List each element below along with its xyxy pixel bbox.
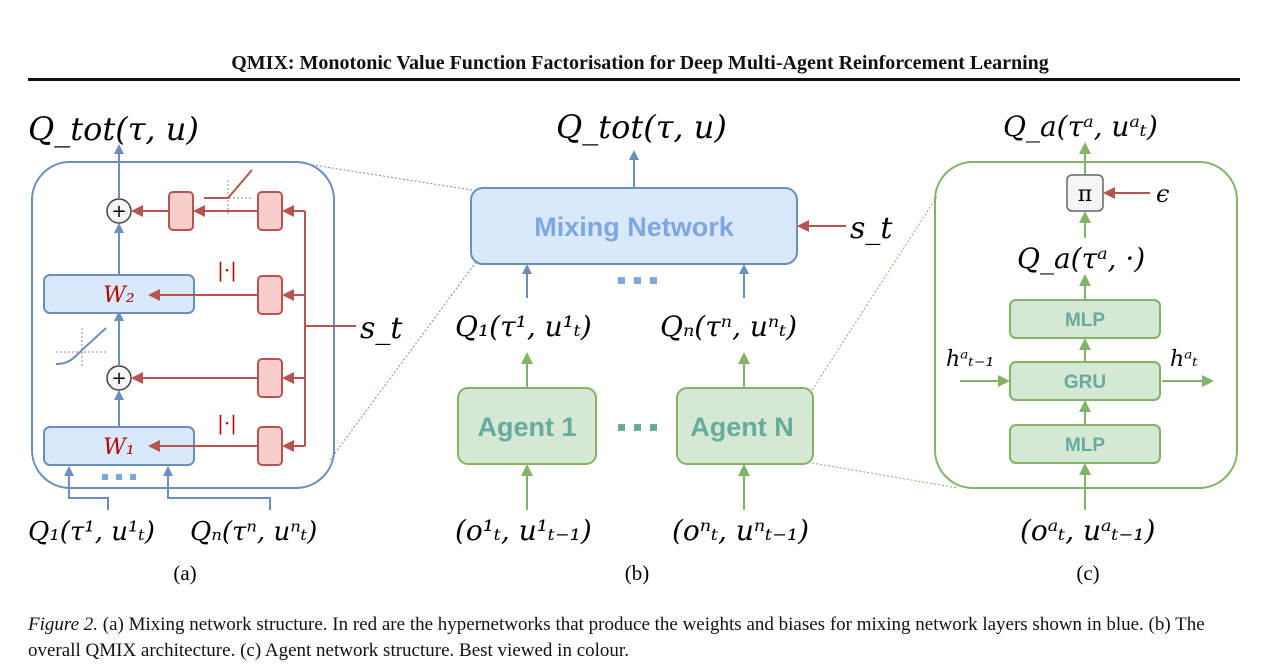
hidden-in-label: hᵃₜ₋₁: [946, 347, 994, 372]
mixing-network-label: Mixing Network: [534, 212, 735, 242]
input-arrow-q1: [64, 466, 109, 510]
panel-b-input-1: (o¹ₜ, u¹ₜ₋₁): [455, 514, 592, 547]
pi-label: π: [1078, 182, 1092, 207]
agent-n-label: Agent N: [690, 412, 794, 442]
connector-a-top: [299, 162, 473, 191]
ellipsis-dots-b-top: [618, 277, 657, 284]
panel-a-input-qn: Qₙ(τⁿ, uⁿₜ): [190, 517, 317, 547]
epsilon-label: ϵ: [1156, 180, 1169, 208]
panel-c-qall-label: Q_a(τᵃ, ·): [1017, 242, 1145, 275]
w2-label: W₂: [103, 283, 134, 308]
hypernet-w2-box: [257, 275, 283, 315]
gru-label: GRU: [1064, 372, 1106, 393]
abs-label-w1: |·|: [217, 411, 237, 436]
abs-label-w2: |·|: [217, 258, 237, 283]
relu-activation-icon: [204, 169, 253, 215]
panel-a-input-q1: Q₁(τ¹, u¹ₜ): [28, 517, 155, 547]
mlp-top-label: MLP: [1065, 310, 1105, 331]
input-arrow-qn: [163, 466, 271, 510]
hypernet-bias2-box-b: [257, 191, 283, 231]
plus-symbol-bottom: +: [111, 368, 126, 389]
w1-label: W₁: [103, 435, 134, 460]
plus-symbol-top: +: [111, 201, 126, 222]
panel-c-input-label: (oᵃₜ, uᵃₜ₋₁): [1020, 514, 1155, 547]
elu-activation-icon: [55, 327, 107, 366]
mlp-bottom-label: MLP: [1065, 435, 1105, 456]
agent-1-label: Agent 1: [477, 412, 576, 442]
ellipsis-dots-a: [102, 474, 136, 480]
hypernet-w1-box: [257, 426, 283, 466]
panel-b-state-label: s_t: [850, 211, 893, 246]
hidden-out-label: hᵃₜ: [1170, 347, 1198, 372]
panel-a-output-label: Q_tot(τ, u): [28, 110, 199, 148]
panel-b-overall-architecture: Q_tot(τ, u) Mixing Network s_t Q₁(τ¹, u¹…: [455, 108, 893, 585]
subfigure-label-c: (c): [1076, 561, 1099, 585]
zoom-connectors: [299, 162, 959, 489]
qmix-diagram: Q_tot(τ, u) W₂ W₁ + + |·| |·|: [28, 108, 1238, 585]
caption-text: (a) Mixing network structure. In red are…: [28, 614, 1205, 661]
header-rule: [28, 78, 1240, 81]
panel-b-output-label: Q_tot(τ, u): [556, 108, 727, 146]
panel-a-state-label: s_t: [360, 311, 403, 346]
connector-c-top: [811, 194, 939, 391]
paper-running-title: QMIX: Monotonic Value Function Factorisa…: [231, 52, 1049, 74]
panel-b-qn-label: Qₙ(τⁿ, uⁿₜ): [660, 310, 797, 343]
figure-number: Figure 2.: [28, 614, 99, 635]
hypernet-bias1-box: [257, 358, 283, 398]
connector-a-bottom: [329, 261, 477, 461]
subfigure-label-a: (a): [173, 561, 196, 585]
panel-c-output-label: Q_a(τᵃ, uᵃₜ): [1003, 110, 1158, 143]
hypernet-bias2-box-a: [168, 191, 194, 231]
panel-b-input-n: (oⁿₜ, uⁿₜ₋₁): [672, 514, 809, 547]
panel-c-agent-network: Q_a(τᵃ, uᵃₜ) π ϵ Q_a(τᵃ, ·) MLP GRU MLP …: [934, 110, 1238, 585]
subfigure-label-b: (b): [625, 561, 650, 585]
figure-caption: Figure 2. (a) Mixing network structure. …: [28, 612, 1243, 664]
panel-a-mixing-structure: Q_tot(τ, u) W₂ W₁ + + |·| |·|: [28, 110, 403, 585]
connector-c-bottom: [811, 462, 959, 489]
panel-b-q1-label: Q₁(τ¹, u¹ₜ): [455, 310, 592, 343]
ellipsis-dots-b-agents: [618, 424, 657, 431]
